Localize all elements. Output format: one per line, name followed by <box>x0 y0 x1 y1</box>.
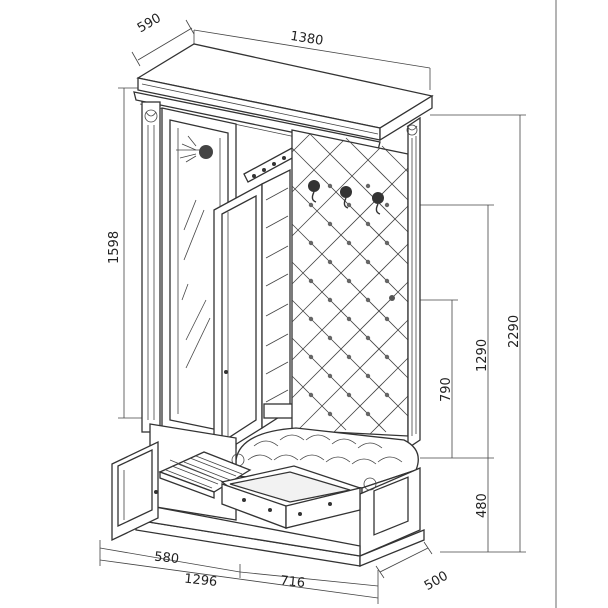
dim-depth-top: 590 <box>135 11 164 36</box>
decor-ornament-icon <box>176 135 213 163</box>
quilted-panel <box>291 129 409 437</box>
left-pilaster <box>141 101 161 433</box>
dim-height-upper: 1598 <box>107 231 122 264</box>
lower-left-door <box>111 440 159 542</box>
dim-height-bench: 480 <box>475 493 490 518</box>
dimension-lines <box>99 19 526 604</box>
open-drawer <box>220 465 362 529</box>
dim-width-total: 1296 <box>183 572 217 590</box>
coat-hook-icon <box>308 180 395 301</box>
dim-height-hooks: 790 <box>439 377 454 402</box>
dim-width-right: 716 <box>279 574 305 592</box>
dim-height-total: 2290 <box>507 315 522 348</box>
mirror-door-open <box>213 182 263 460</box>
dim-depth-bottom: 500 <box>422 569 451 594</box>
dim-height-panel: 1290 <box>475 339 490 372</box>
dim-width-left: 580 <box>153 550 179 568</box>
dim-width-top: 1380 <box>289 29 324 49</box>
right-pilaster <box>406 116 421 450</box>
shoe-shelves <box>261 168 295 430</box>
